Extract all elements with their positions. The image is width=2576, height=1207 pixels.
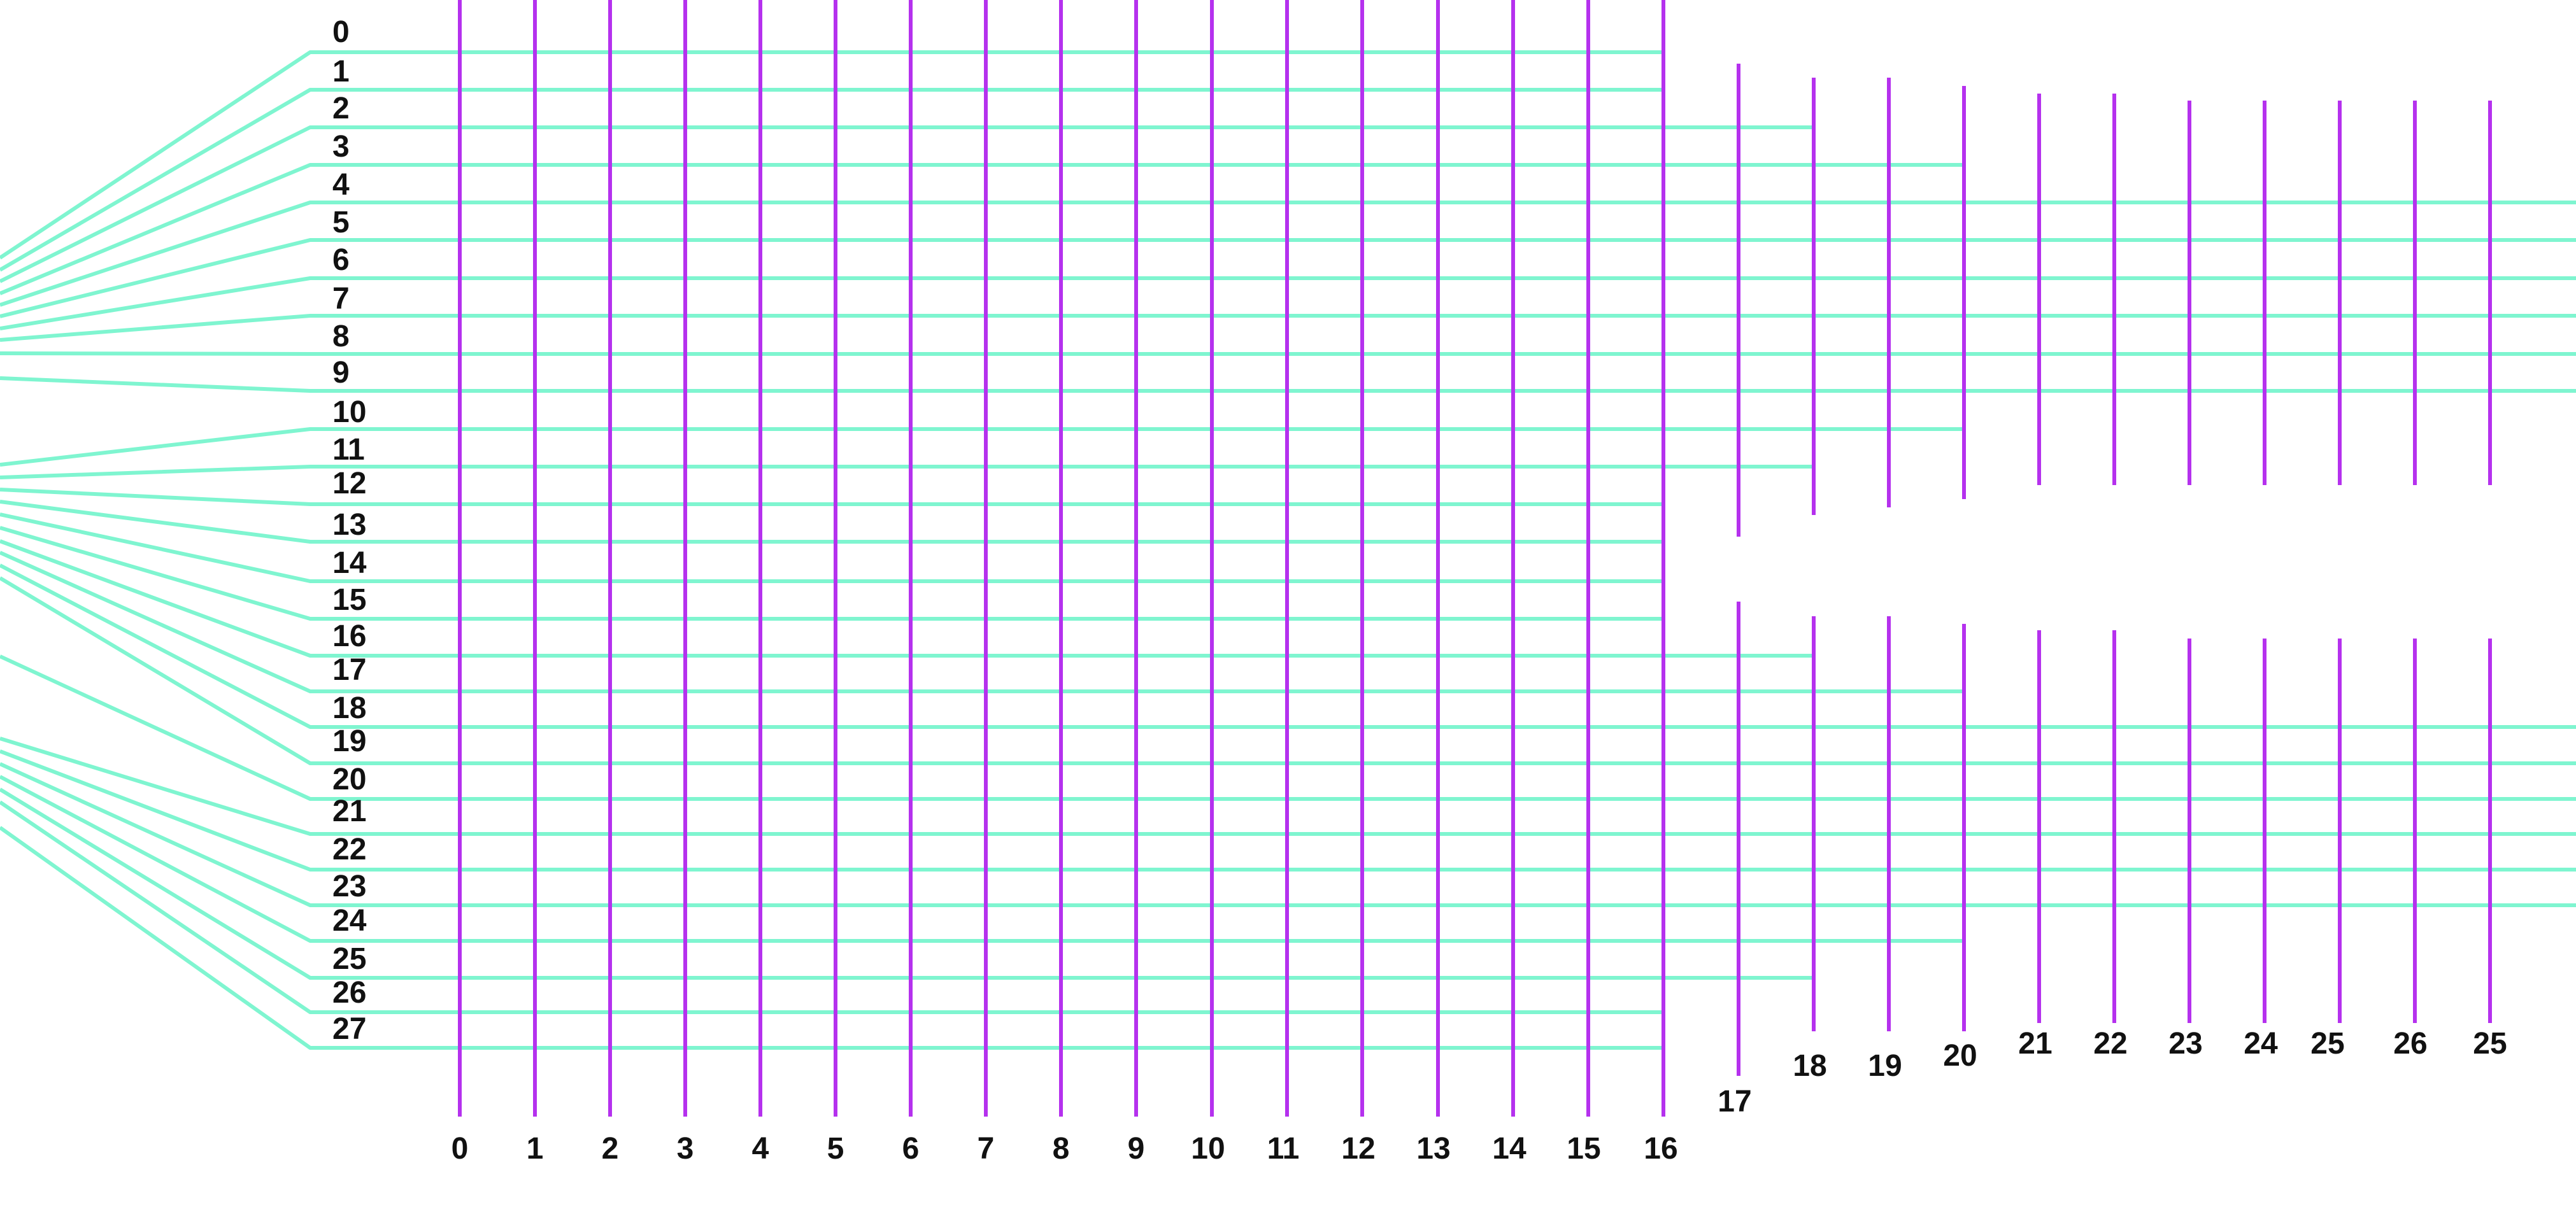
column-label: 22 — [2093, 1027, 2127, 1061]
row-label: 11 — [332, 433, 365, 467]
column-label: 13 — [1416, 1132, 1450, 1166]
column-label: 19 — [1868, 1049, 1902, 1083]
horizontal-line — [0, 465, 1812, 479]
horizontal-line — [0, 551, 1963, 693]
column-label: 15 — [1567, 1132, 1600, 1166]
horizontal-line — [0, 314, 2576, 342]
horizontal-line — [0, 500, 1662, 544]
horizontal-line — [0, 654, 2576, 801]
row-label: 6 — [332, 243, 350, 277]
horizontal-line — [0, 749, 2576, 872]
row-label: 14 — [332, 546, 367, 580]
row-label: 21 — [332, 794, 366, 828]
column-label: 21 — [2018, 1027, 2052, 1061]
column-label: 8 — [1053, 1132, 1070, 1166]
row-label: 17 — [332, 653, 366, 687]
row-label: 3 — [332, 130, 350, 164]
column-label: 4 — [752, 1132, 769, 1166]
row-label: 15 — [332, 583, 366, 617]
horizontal-line — [0, 276, 2576, 330]
row-label: 18 — [332, 691, 366, 725]
column-label: 23 — [2168, 1027, 2202, 1061]
column-label: 2 — [602, 1132, 619, 1166]
row-label: 5 — [332, 206, 350, 239]
column-label: 3 — [677, 1132, 694, 1166]
column-label: 25 — [2310, 1027, 2344, 1061]
row-label: 27 — [332, 1012, 366, 1046]
column-label: 10 — [1191, 1132, 1225, 1166]
horizontal-line — [0, 563, 2576, 729]
row-label: 4 — [332, 168, 350, 202]
horizontal-line — [0, 539, 1812, 658]
row-label: 9 — [332, 356, 350, 390]
row-label: 10 — [332, 395, 366, 429]
horizontal-line — [0, 163, 1963, 295]
row-label: 23 — [332, 870, 366, 903]
column-label: 26 — [2393, 1027, 2427, 1061]
horizontal-line — [0, 488, 1662, 506]
horizontal-line — [0, 125, 1812, 283]
row-label: 7 — [332, 282, 350, 316]
horizontal-line — [0, 376, 2576, 393]
row-label: 26 — [332, 976, 366, 1010]
horizontal-line — [0, 88, 1662, 272]
column-label: 24 — [2244, 1027, 2278, 1061]
horizontal-line — [0, 762, 2576, 907]
row-label: 12 — [332, 467, 366, 500]
row-label: 19 — [332, 724, 366, 758]
row-label: 25 — [332, 942, 366, 976]
horizontal-line — [0, 775, 1963, 943]
horizontal-line — [0, 826, 1662, 1050]
vertical-lines-group — [458, 0, 2492, 1117]
column-label: 20 — [1943, 1039, 1977, 1073]
row-label: 16 — [332, 619, 366, 653]
row-labels-group: 0123456789101112131415161718192021222324… — [332, 15, 367, 1046]
column-label: 5 — [827, 1132, 844, 1166]
horizontal-line — [0, 737, 2576, 836]
column-label: 25 — [2473, 1027, 2507, 1061]
horizontal-line — [0, 351, 2576, 356]
horizontal-line — [0, 512, 1662, 583]
row-label: 22 — [332, 833, 366, 866]
column-label: 7 — [978, 1132, 995, 1166]
horizontal-line — [0, 576, 2576, 765]
row-label: 24 — [332, 904, 367, 938]
column-label: 18 — [1793, 1049, 1826, 1083]
column-label: 1 — [527, 1132, 544, 1166]
row-label: 0 — [332, 15, 350, 49]
horizontal-line — [0, 201, 2576, 307]
horizontal-line — [0, 238, 2576, 318]
horizontal-line — [0, 50, 1662, 260]
row-label: 2 — [332, 92, 350, 125]
row-label: 1 — [332, 55, 350, 88]
horizontal-line — [0, 787, 1812, 980]
column-label: 16 — [1644, 1132, 1677, 1166]
row-label: 20 — [332, 763, 366, 796]
column-label: 0 — [452, 1132, 469, 1166]
row-label: 13 — [332, 508, 366, 542]
horizontal-line — [0, 427, 1963, 467]
row-label: 8 — [332, 320, 350, 353]
column-label: 6 — [902, 1132, 920, 1166]
column-label: 12 — [1341, 1132, 1375, 1166]
column-label: 14 — [1492, 1132, 1526, 1166]
column-label: 17 — [1718, 1085, 1751, 1119]
column-label: 11 — [1267, 1132, 1300, 1166]
column-label: 9 — [1128, 1132, 1145, 1166]
